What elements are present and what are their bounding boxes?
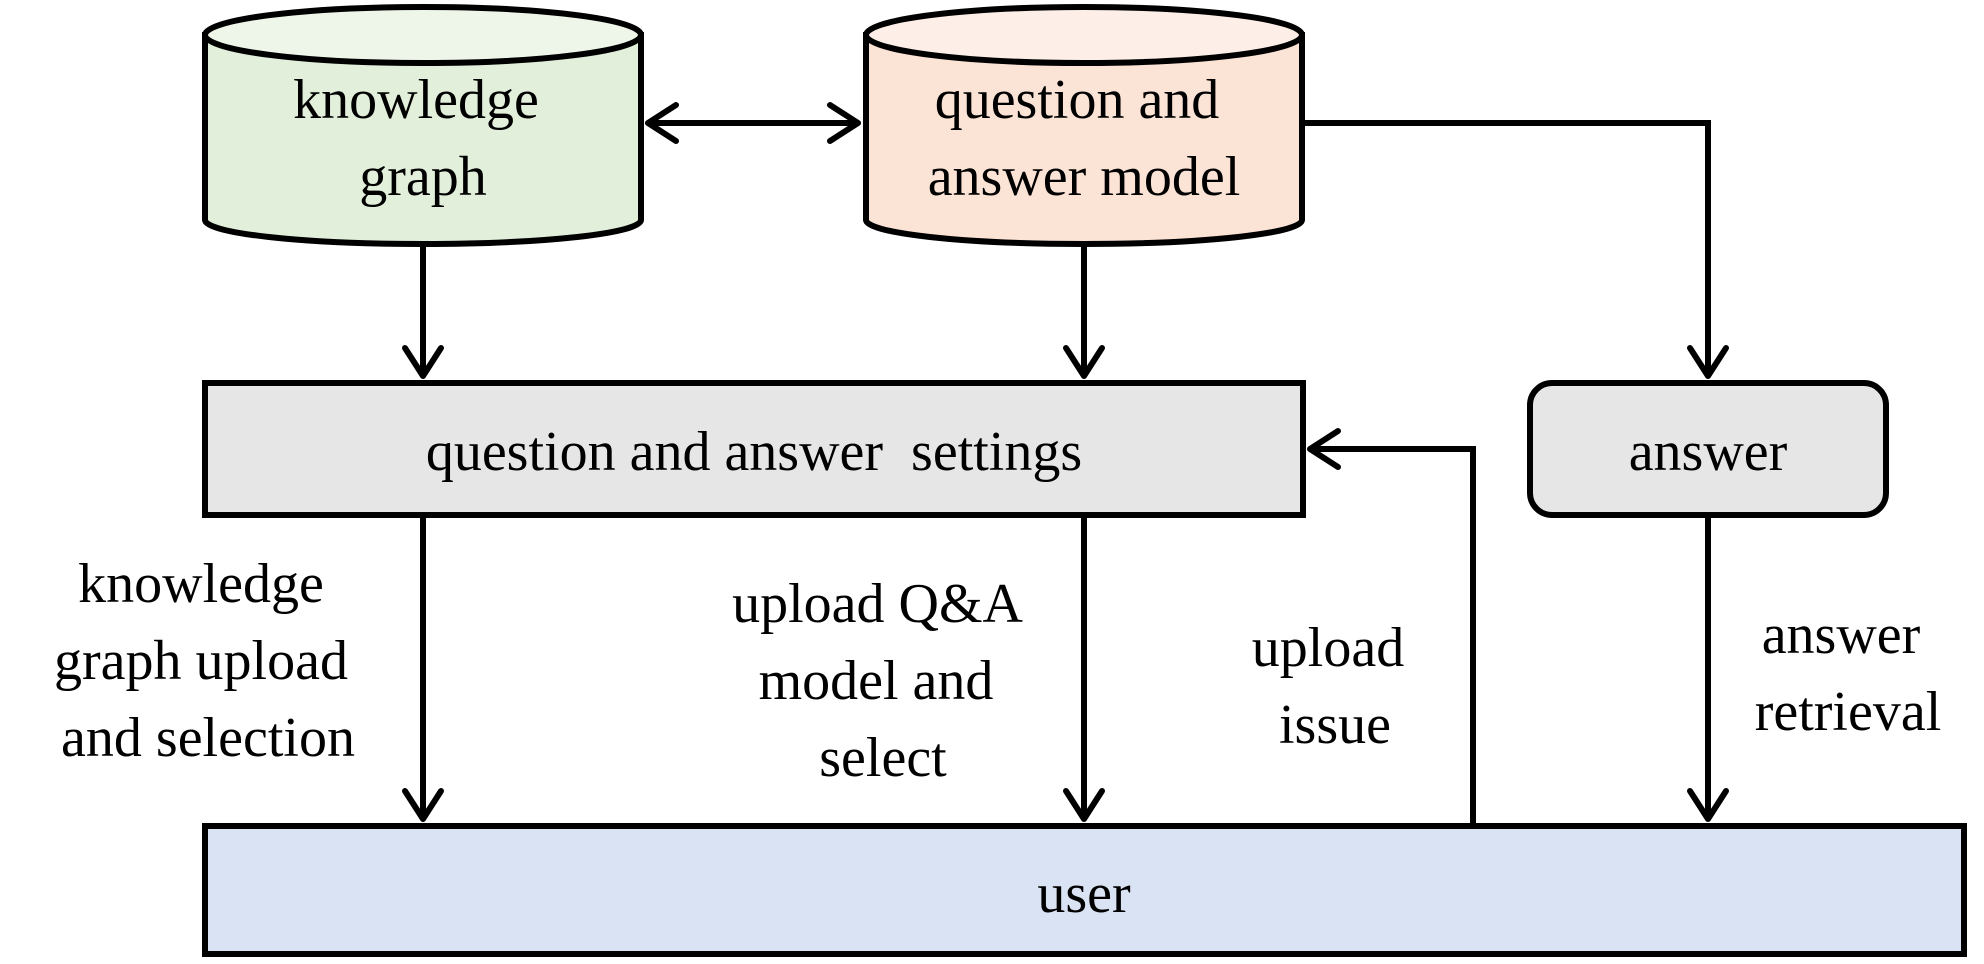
answer-label: answer <box>1629 421 1788 483</box>
settings-to-user-kg-arrow <box>402 518 444 822</box>
answer-box <box>1527 380 1889 518</box>
qa-model-cylinder-top <box>863 4 1305 66</box>
qa-model-to-answer-arrow <box>1305 120 1729 379</box>
qa-model-to-settings-arrow <box>1063 244 1105 379</box>
user-to-settings-issue-arrow <box>1307 428 1476 826</box>
user-label: user <box>1037 863 1131 925</box>
qa-model-node: question and answer model <box>863 4 1305 247</box>
answer-retrieval-edge-label: answer retrieval <box>1755 604 1942 743</box>
qa-settings-box <box>202 380 1306 518</box>
settings-to-user-model-arrow <box>1063 518 1105 822</box>
kg-upload-edge-label: knowledge graph upload and selection <box>54 553 362 769</box>
knowledge-graph-cylinder-top <box>202 4 644 66</box>
knowledge-graph-node: knowledge graph <box>202 4 644 247</box>
user-node: user <box>202 823 1967 957</box>
knowledge-graph-label: knowledge graph <box>293 69 553 208</box>
qa-settings-label: question and answer settings <box>426 421 1082 483</box>
kg-qa-model-bidirectional-arrow <box>645 102 861 144</box>
kg-to-settings-arrow <box>402 244 444 379</box>
qa-model-cylinder-body <box>863 32 1305 247</box>
model-upload-edge-label: upload Q&A model and select <box>732 573 1034 789</box>
user-box <box>202 823 1967 957</box>
answer-to-user-arrow <box>1687 518 1729 822</box>
knowledge-graph-cylinder-body <box>202 32 644 247</box>
answer-node: answer <box>1527 380 1889 518</box>
qa-model-label: question and answer model <box>928 69 1241 208</box>
qa-settings-node: question and answer settings <box>202 380 1306 518</box>
upload-issue-edge-label: upload issue <box>1252 617 1418 756</box>
